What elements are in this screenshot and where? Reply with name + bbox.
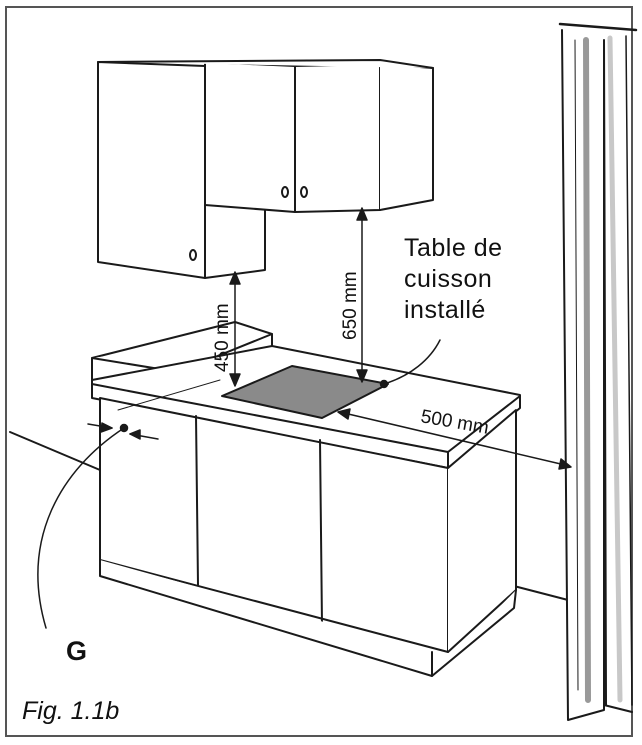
dimension-650-label: 650 mm	[340, 271, 361, 340]
dimension-lines	[87, 207, 572, 470]
callout-line-1: Table de	[404, 234, 503, 262]
base-cabinets	[99, 397, 517, 677]
leader-lines	[37, 339, 441, 629]
callout-line-2: cuisson	[404, 265, 493, 293]
dimension-450-label: 450 mm	[212, 303, 233, 372]
hob-callout-label: Table de cuisson installé	[404, 233, 503, 326]
figure-caption: Fig. 1.1b	[22, 697, 120, 725]
wall-cabinets	[97, 59, 434, 279]
callout-line-3: installé	[404, 296, 486, 324]
marker-g-label: G	[66, 636, 88, 666]
curtain	[558, 22, 638, 721]
room-floor-lines	[9, 431, 569, 601]
